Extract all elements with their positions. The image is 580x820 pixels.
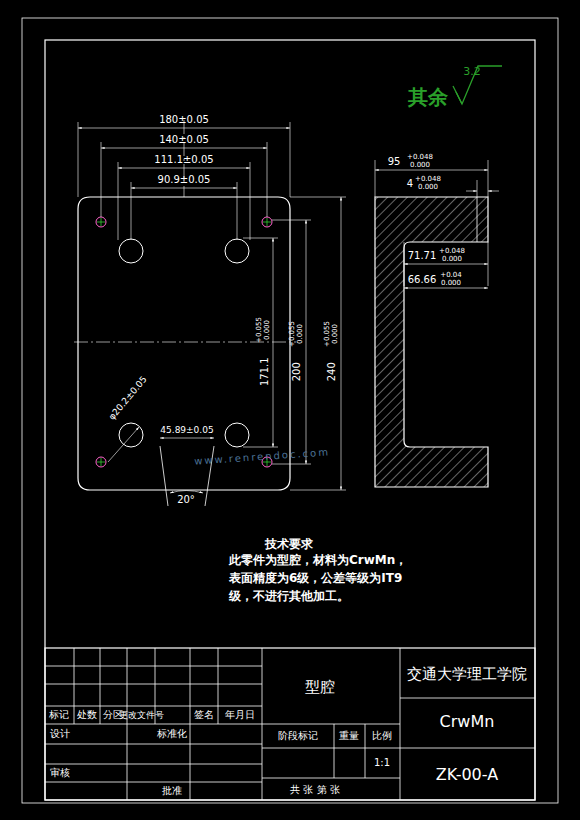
angle-dimension: 20°: [177, 494, 195, 506]
tolerance: 0.000: [418, 183, 438, 191]
material: CrwMn: [440, 713, 495, 731]
tolerance: +0.055: [255, 317, 263, 343]
table-cell: 标准化: [157, 728, 187, 740]
table-cell: 处数: [77, 709, 97, 721]
dimension: 4: [407, 178, 413, 190]
school-name: 交通大学理工学院: [407, 666, 527, 683]
dimension: 45.89±0.05: [160, 425, 213, 435]
table-cell: 年月日: [225, 709, 255, 721]
tolerance: +0.04: [440, 271, 461, 279]
tolerance: 0.000: [442, 255, 462, 263]
tolerance: 0.000: [410, 161, 430, 169]
table-cell: 阶段标记: [278, 730, 318, 742]
dimension: 71.71: [408, 250, 437, 262]
dimension: 140±0.05: [159, 134, 209, 146]
dimension: 111.1±0.05: [154, 154, 213, 166]
table-cell: 批准: [162, 785, 182, 797]
table-cell: 标记: [49, 709, 69, 721]
dimension: 66.66: [408, 274, 437, 286]
dimension: 200: [291, 362, 303, 381]
table-cell: 比例: [372, 730, 392, 742]
table-cell: 设计: [50, 728, 70, 740]
drawing-number: ZK-00-A: [436, 766, 498, 784]
tolerance: 0.000: [331, 324, 339, 344]
heading: 技术要求: [265, 538, 313, 552]
tolerance: 0.000: [441, 279, 461, 287]
part-name: 型腔: [305, 679, 335, 696]
tolerance: +0.048: [415, 175, 441, 183]
note-text: 其余: [408, 86, 448, 109]
tolerance: +0.055: [323, 321, 331, 347]
note-text: 此零件为型腔，材料为CrwMn，表面精度为6级，公差等级为IT9级，不进行其他加…: [229, 551, 415, 605]
dimension: 95: [388, 156, 401, 168]
dimension: 180±0.05: [159, 114, 209, 126]
table-cell: 签名: [194, 709, 214, 721]
dimension: 240: [326, 362, 338, 381]
table-cell: 共 张 第 张: [290, 784, 340, 796]
tolerance: +0.055: [288, 321, 296, 347]
table-cell: 1:1: [374, 757, 390, 769]
dimension: 90.9±0.05: [158, 174, 211, 186]
tolerance: 0.000: [296, 324, 304, 344]
table-cell: 审核: [50, 767, 70, 779]
dimension: φ20.2±0.05: [107, 374, 149, 422]
table-cell: 重量: [339, 730, 359, 742]
table-cell: 更改文件号: [119, 710, 164, 720]
roughness-value: 3.2: [463, 66, 481, 79]
watermark: www.renrendoc.com: [194, 447, 331, 468]
dimension: 171.1: [258, 358, 270, 387]
tolerance: +0.048: [407, 153, 433, 161]
tolerance: 0.000: [263, 320, 271, 340]
tolerance: +0.048: [439, 247, 465, 255]
